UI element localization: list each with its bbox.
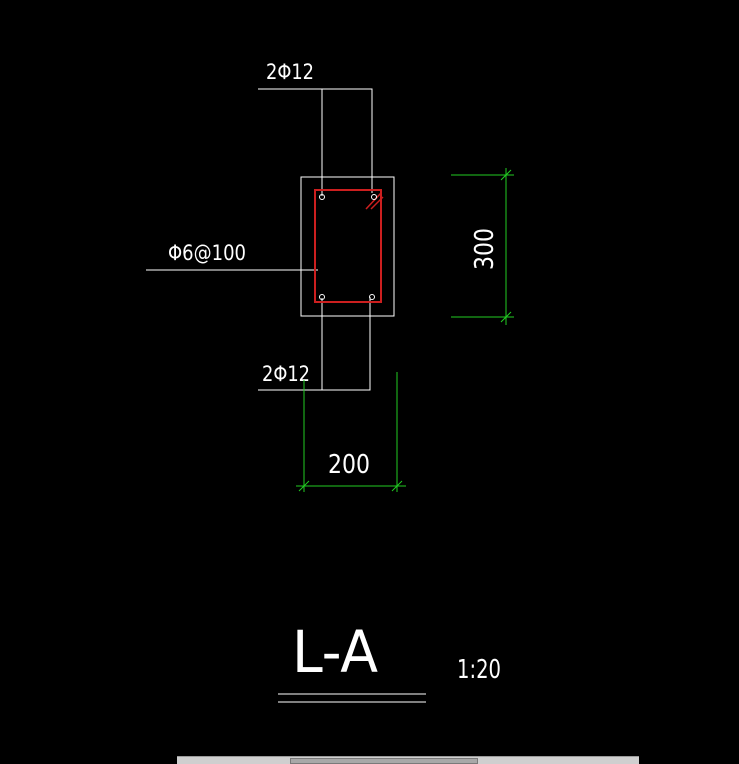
- beam-section-outline: [300, 176, 395, 317]
- width-dimension: [296, 372, 406, 492]
- width-dimension-value: 200: [328, 450, 370, 480]
- section-title: L-A: [292, 618, 378, 686]
- scale-label: 1:20: [457, 655, 501, 685]
- bottom-bars-label: 2Φ12: [262, 362, 310, 386]
- rebar-bottom-right: [369, 294, 375, 300]
- stirrups-label: Φ6@100: [168, 241, 246, 265]
- bottom-bars-leader: [258, 297, 371, 391]
- stirrup-hook: [365, 192, 382, 210]
- top-bars-label: 2Φ12: [266, 60, 314, 84]
- scrollbar-thumb[interactable]: [290, 758, 478, 764]
- height-dimension: [451, 168, 514, 325]
- horizontal-scrollbar[interactable]: [177, 756, 639, 764]
- rebar-top-right: [371, 194, 377, 200]
- top-bars-leader: [258, 88, 373, 193]
- stirrup-hook-2: [370, 196, 384, 210]
- rebar-bottom-left: [319, 294, 325, 300]
- stirrup-rebar: [314, 189, 382, 303]
- height-dimension-value: 300: [470, 228, 500, 270]
- rebar-top-left: [319, 194, 325, 200]
